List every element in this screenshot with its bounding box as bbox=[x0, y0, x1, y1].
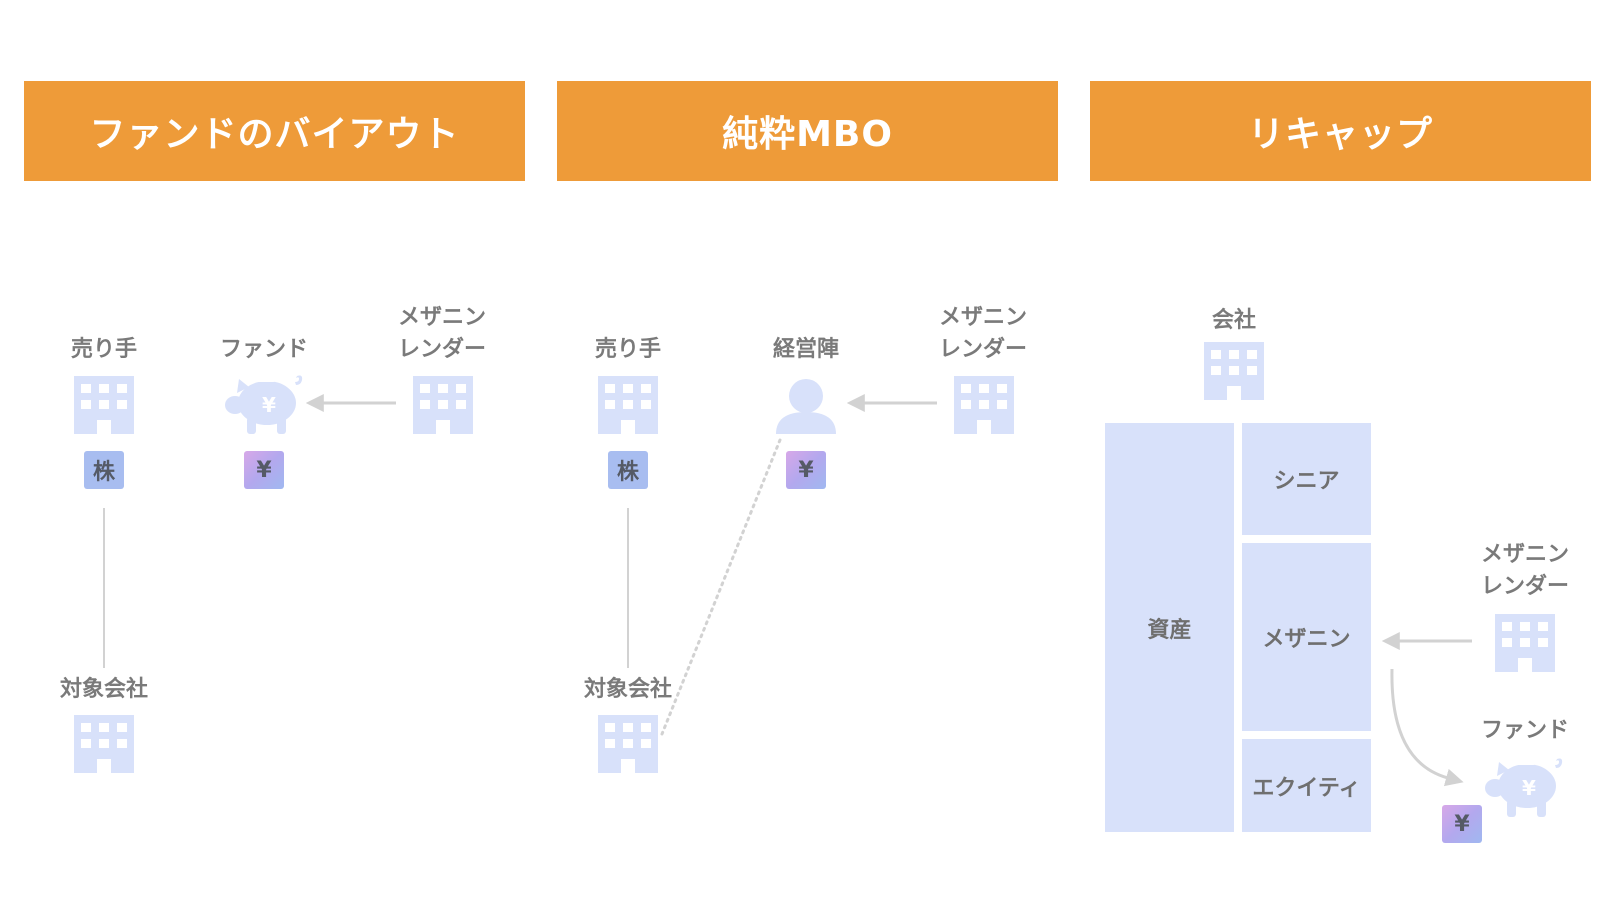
target-company-label: 対象会社 bbox=[583, 677, 673, 702]
mezzanine-line2: レンダー bbox=[938, 337, 1028, 362]
mezzanine-line1: メザニン bbox=[1480, 542, 1570, 567]
seller-label: 売り手 bbox=[70, 337, 138, 362]
header-fund-buyout: ファンドのバイアウト bbox=[24, 81, 525, 181]
assets-box: 資産 bbox=[1105, 423, 1234, 832]
mgmt-target-dotted-line bbox=[660, 438, 782, 736]
mezzanine-lender-label: メザニン レンダー bbox=[939, 302, 1027, 366]
seller-building-icon bbox=[598, 376, 658, 434]
senior-box: シニア bbox=[1242, 423, 1371, 535]
target-company-label: 対象会社 bbox=[59, 677, 149, 702]
mezzanine-line2: レンダー bbox=[1480, 574, 1570, 599]
header-pure-mbo: 純粋MBO bbox=[557, 81, 1058, 181]
mezzanine-line2: レンダー bbox=[397, 337, 487, 362]
seller-building-icon bbox=[74, 376, 134, 434]
target-building-icon bbox=[598, 715, 658, 773]
mezzanine-building-icon bbox=[954, 376, 1014, 434]
fund-label: ファンド bbox=[219, 337, 309, 362]
mezzanine-lender-label: メザニン レンダー bbox=[398, 302, 486, 366]
equity-box: エクイティ bbox=[1242, 739, 1371, 832]
piggy-bank-icon bbox=[225, 373, 305, 435]
mezzanine-building-icon bbox=[413, 376, 473, 434]
yen-tag: ¥ bbox=[786, 451, 826, 489]
mezzanine-line1: メザニン bbox=[938, 305, 1028, 330]
mezzanine-building-icon bbox=[1495, 614, 1555, 672]
stock-tag: 株 bbox=[608, 451, 648, 489]
yen-tag: ¥ bbox=[1442, 805, 1482, 843]
piggy-bank-icon bbox=[1485, 756, 1565, 818]
yen-tag: ¥ bbox=[244, 451, 284, 489]
header-recap: リキャップ bbox=[1090, 81, 1591, 181]
fund-label: ファンド bbox=[1480, 718, 1570, 743]
company-label: 会社 bbox=[1211, 308, 1257, 333]
mezzanine-lender-label: メザニン レンダー bbox=[1481, 539, 1569, 603]
company-building-icon bbox=[1204, 342, 1264, 400]
target-building-icon bbox=[74, 715, 134, 773]
stock-tag: 株 bbox=[84, 451, 124, 489]
mezzanine-box: メザニン bbox=[1242, 543, 1371, 731]
person-icon bbox=[776, 376, 836, 434]
management-label: 経営陣 bbox=[772, 337, 840, 362]
mezzanine-line1: メザニン bbox=[397, 305, 487, 330]
company-to-fund-curve-arrow bbox=[1390, 668, 1464, 787]
seller-label: 売り手 bbox=[594, 337, 662, 362]
